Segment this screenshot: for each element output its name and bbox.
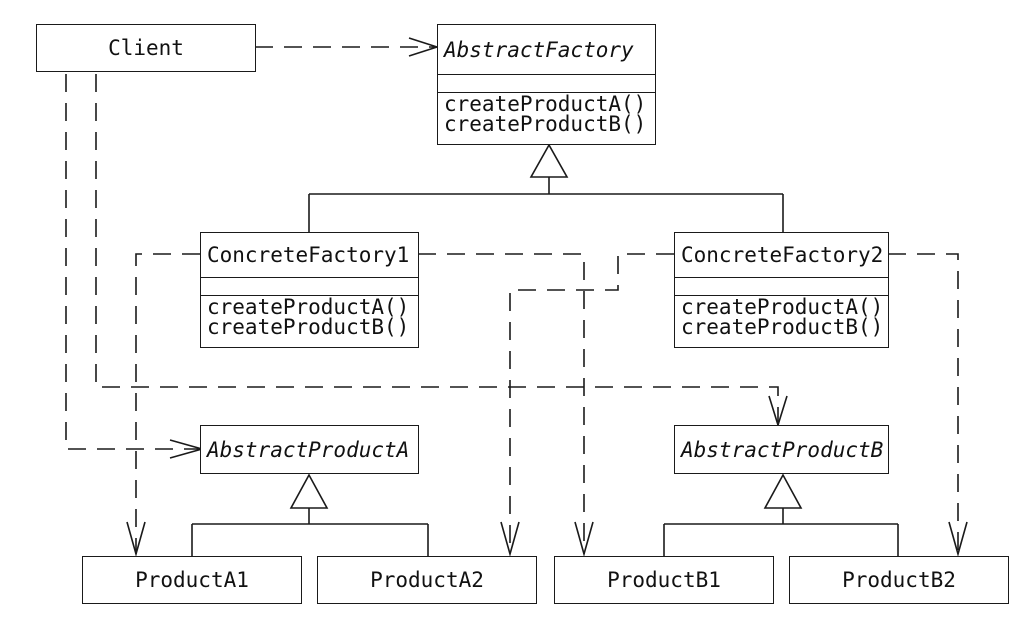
abstract-factory-class: AbstractFactory createProductA() createP… — [437, 24, 656, 145]
concrete-factory-2-attributes — [675, 278, 888, 296]
concrete-factory-2-class: ConcreteFactory2 createProductA() create… — [674, 232, 889, 348]
concrete-factory-1-op-b: createProductB() — [207, 315, 410, 339]
product-b2-box: ProductB2 — [789, 556, 1009, 604]
client-label: Client — [108, 36, 184, 60]
concrete-factory-1-name: ConcreteFactory1 — [201, 233, 418, 278]
abstract-factory-operations: createProductA() createProductB() — [438, 92, 655, 136]
concrete-factory-2-name: ConcreteFactory2 — [675, 233, 888, 278]
abstract-factory-name: AbstractFactory — [438, 25, 655, 75]
abstract-factory-op-b: createProductB() — [444, 112, 647, 136]
dependency-cf2-to-product-a2 — [500, 253, 674, 557]
generalization-product-b — [663, 473, 899, 556]
dependency-cf1-to-product-b1 — [418, 253, 594, 557]
concrete-factory-2-operations: createProductA() createProductB() — [675, 295, 888, 339]
abstract-product-b-name: AbstractProductB — [681, 437, 884, 462]
product-a1-box: ProductA1 — [82, 556, 302, 604]
product-a2-box: ProductA2 — [317, 556, 537, 604]
dependency-client-to-abstract-product-a — [65, 74, 205, 459]
abstract-product-a-name: AbstractProductA — [207, 437, 410, 462]
product-b2-label: ProductB2 — [842, 568, 956, 592]
concrete-factory-1-class: ConcreteFactory1 createProductA() create… — [200, 232, 419, 348]
product-a2-label: ProductA2 — [370, 568, 484, 592]
abstract-factory-attributes — [438, 75, 655, 93]
product-b1-label: ProductB1 — [607, 568, 721, 592]
concrete-factory-1-op-a: createProductA() — [207, 295, 410, 319]
abstract-product-a-class: AbstractProductA — [200, 425, 419, 474]
client-box: Client — [36, 24, 256, 72]
product-a1-label: ProductA1 — [135, 568, 249, 592]
concrete-factory-2-op-b: createProductB() — [681, 315, 884, 339]
concrete-factory-2-op-a: createProductA() — [681, 295, 884, 319]
dependency-client-to-abstract-factory — [255, 37, 440, 57]
dependency-cf2-to-product-b2 — [888, 253, 968, 557]
concrete-factory-1-attributes — [201, 278, 418, 296]
generalization-factories — [308, 143, 784, 232]
product-b1-box: ProductB1 — [554, 556, 774, 604]
abstract-factory-op-a: createProductA() — [444, 92, 647, 116]
dependency-cf1-to-product-a1 — [126, 253, 200, 557]
generalization-product-a — [191, 473, 429, 556]
concrete-factory-1-operations: createProductA() createProductB() — [201, 295, 418, 339]
abstract-product-b-class: AbstractProductB — [674, 425, 889, 474]
